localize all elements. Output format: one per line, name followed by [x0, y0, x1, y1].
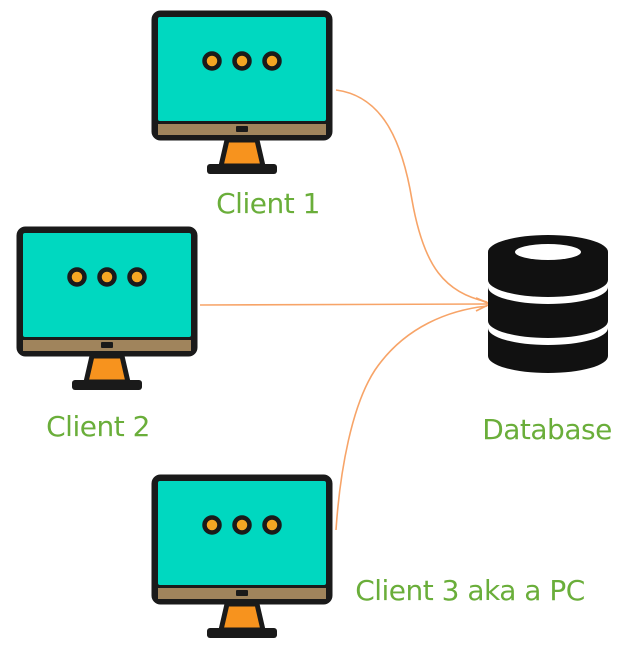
connectors — [199, 89, 491, 531]
edge-client1-database — [335, 89, 488, 303]
database-label: Database — [482, 413, 612, 446]
client3-label: Client 3 aka a PC — [355, 574, 585, 607]
database-icon — [488, 235, 608, 373]
desktop-monitor-icon — [152, 475, 333, 639]
client2-label: Client 2 — [46, 410, 150, 443]
client1-label: Client 1 — [216, 187, 320, 220]
database-node: Database — [482, 235, 612, 446]
client1-node: Client 1 — [152, 11, 333, 220]
edge-client2-database — [199, 303, 488, 306]
edge-client3-database — [335, 305, 488, 531]
desktop-monitor-icon — [17, 227, 198, 391]
desktop-monitor-icon — [152, 11, 333, 175]
client2-node: Client 2 — [17, 227, 198, 443]
client3-node: Client 3 aka a PC — [152, 475, 585, 639]
